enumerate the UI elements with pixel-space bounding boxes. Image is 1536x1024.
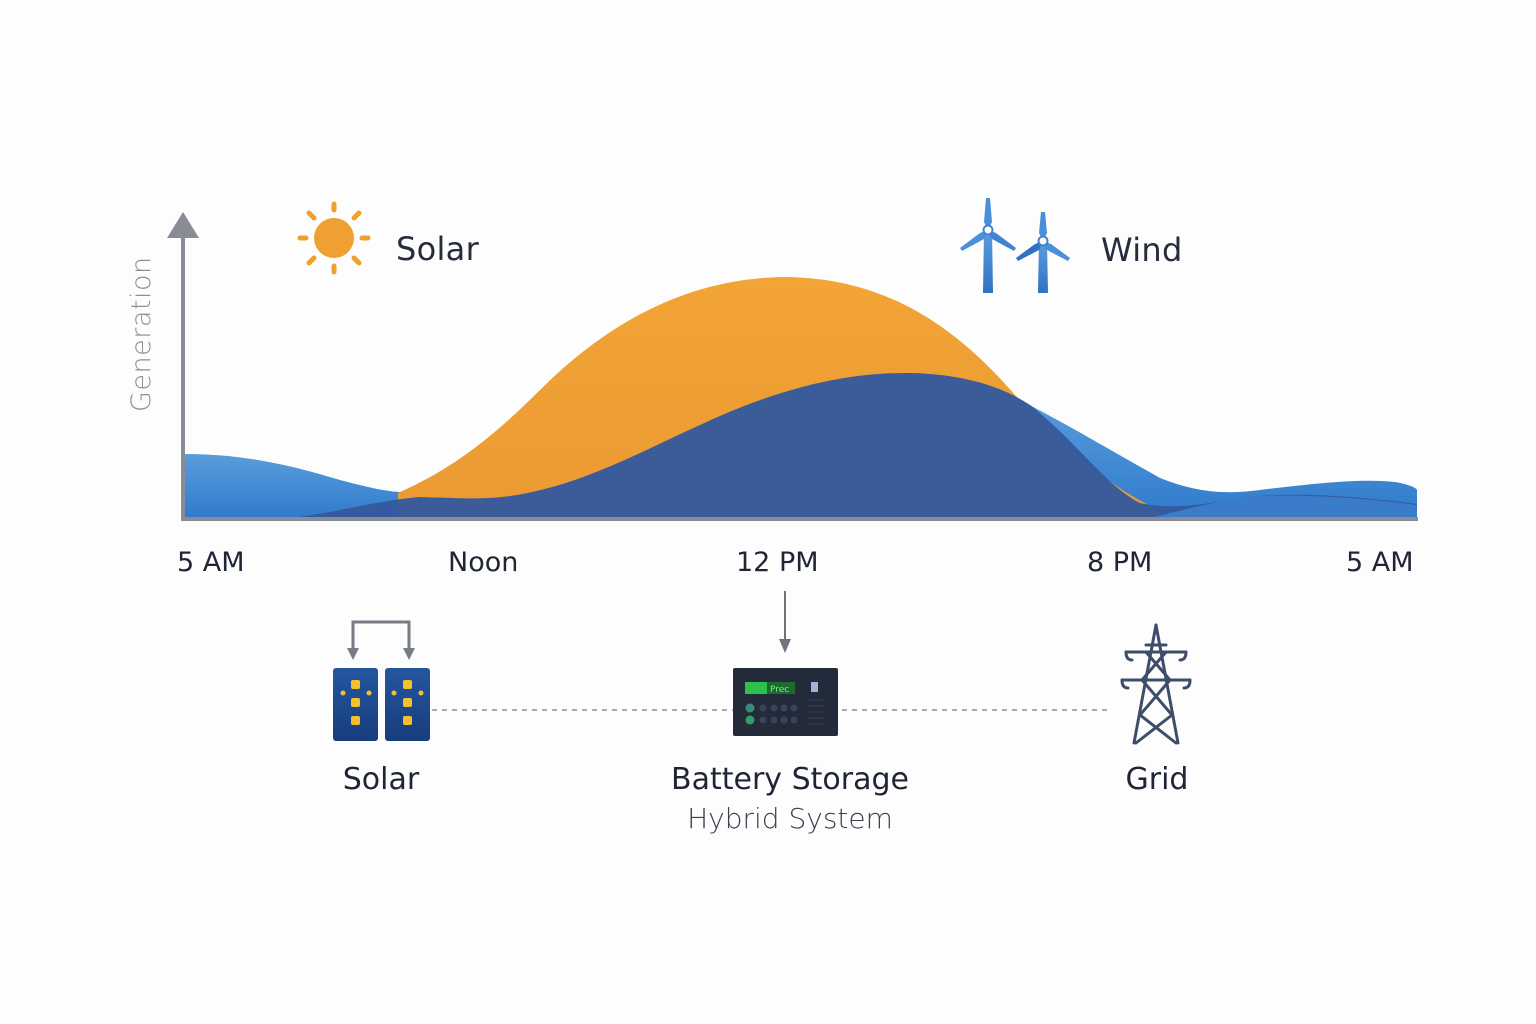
wind-area-light	[185, 454, 400, 518]
x-tick-8pm: 8 PM	[1087, 547, 1153, 578]
wind-area-dark	[290, 372, 1417, 518]
x-tick-5am-end: 5 AM	[1346, 547, 1414, 578]
legend-solar-label: Solar	[396, 230, 480, 268]
x-tick-5am-start: 5 AM	[177, 547, 245, 578]
solar-component-label: Solar	[342, 762, 420, 797]
battery-display-text: Prec	[770, 685, 789, 695]
transmission-tower-icon	[1120, 623, 1192, 745]
y-axis-arrow-icon	[167, 212, 199, 238]
x-tick-12pm: 12 PM	[736, 547, 819, 578]
solar-panel-icon	[333, 620, 430, 741]
battery-storage-icon: Prec	[733, 591, 838, 736]
wind-turbine-icon	[960, 198, 1070, 293]
wind-area-night	[1150, 495, 1417, 518]
battery-component-label: Battery Storage	[671, 762, 909, 797]
legend-wind-label: Wind	[1101, 231, 1183, 269]
x-tick-noon: Noon	[448, 547, 519, 578]
y-axis-title: Generation	[126, 256, 157, 412]
grid-component-label: Grid	[1125, 762, 1189, 797]
plot-area	[185, 277, 1417, 518]
sun-icon	[297, 201, 371, 275]
battery-component-sublabel: Hybrid System	[687, 802, 893, 835]
